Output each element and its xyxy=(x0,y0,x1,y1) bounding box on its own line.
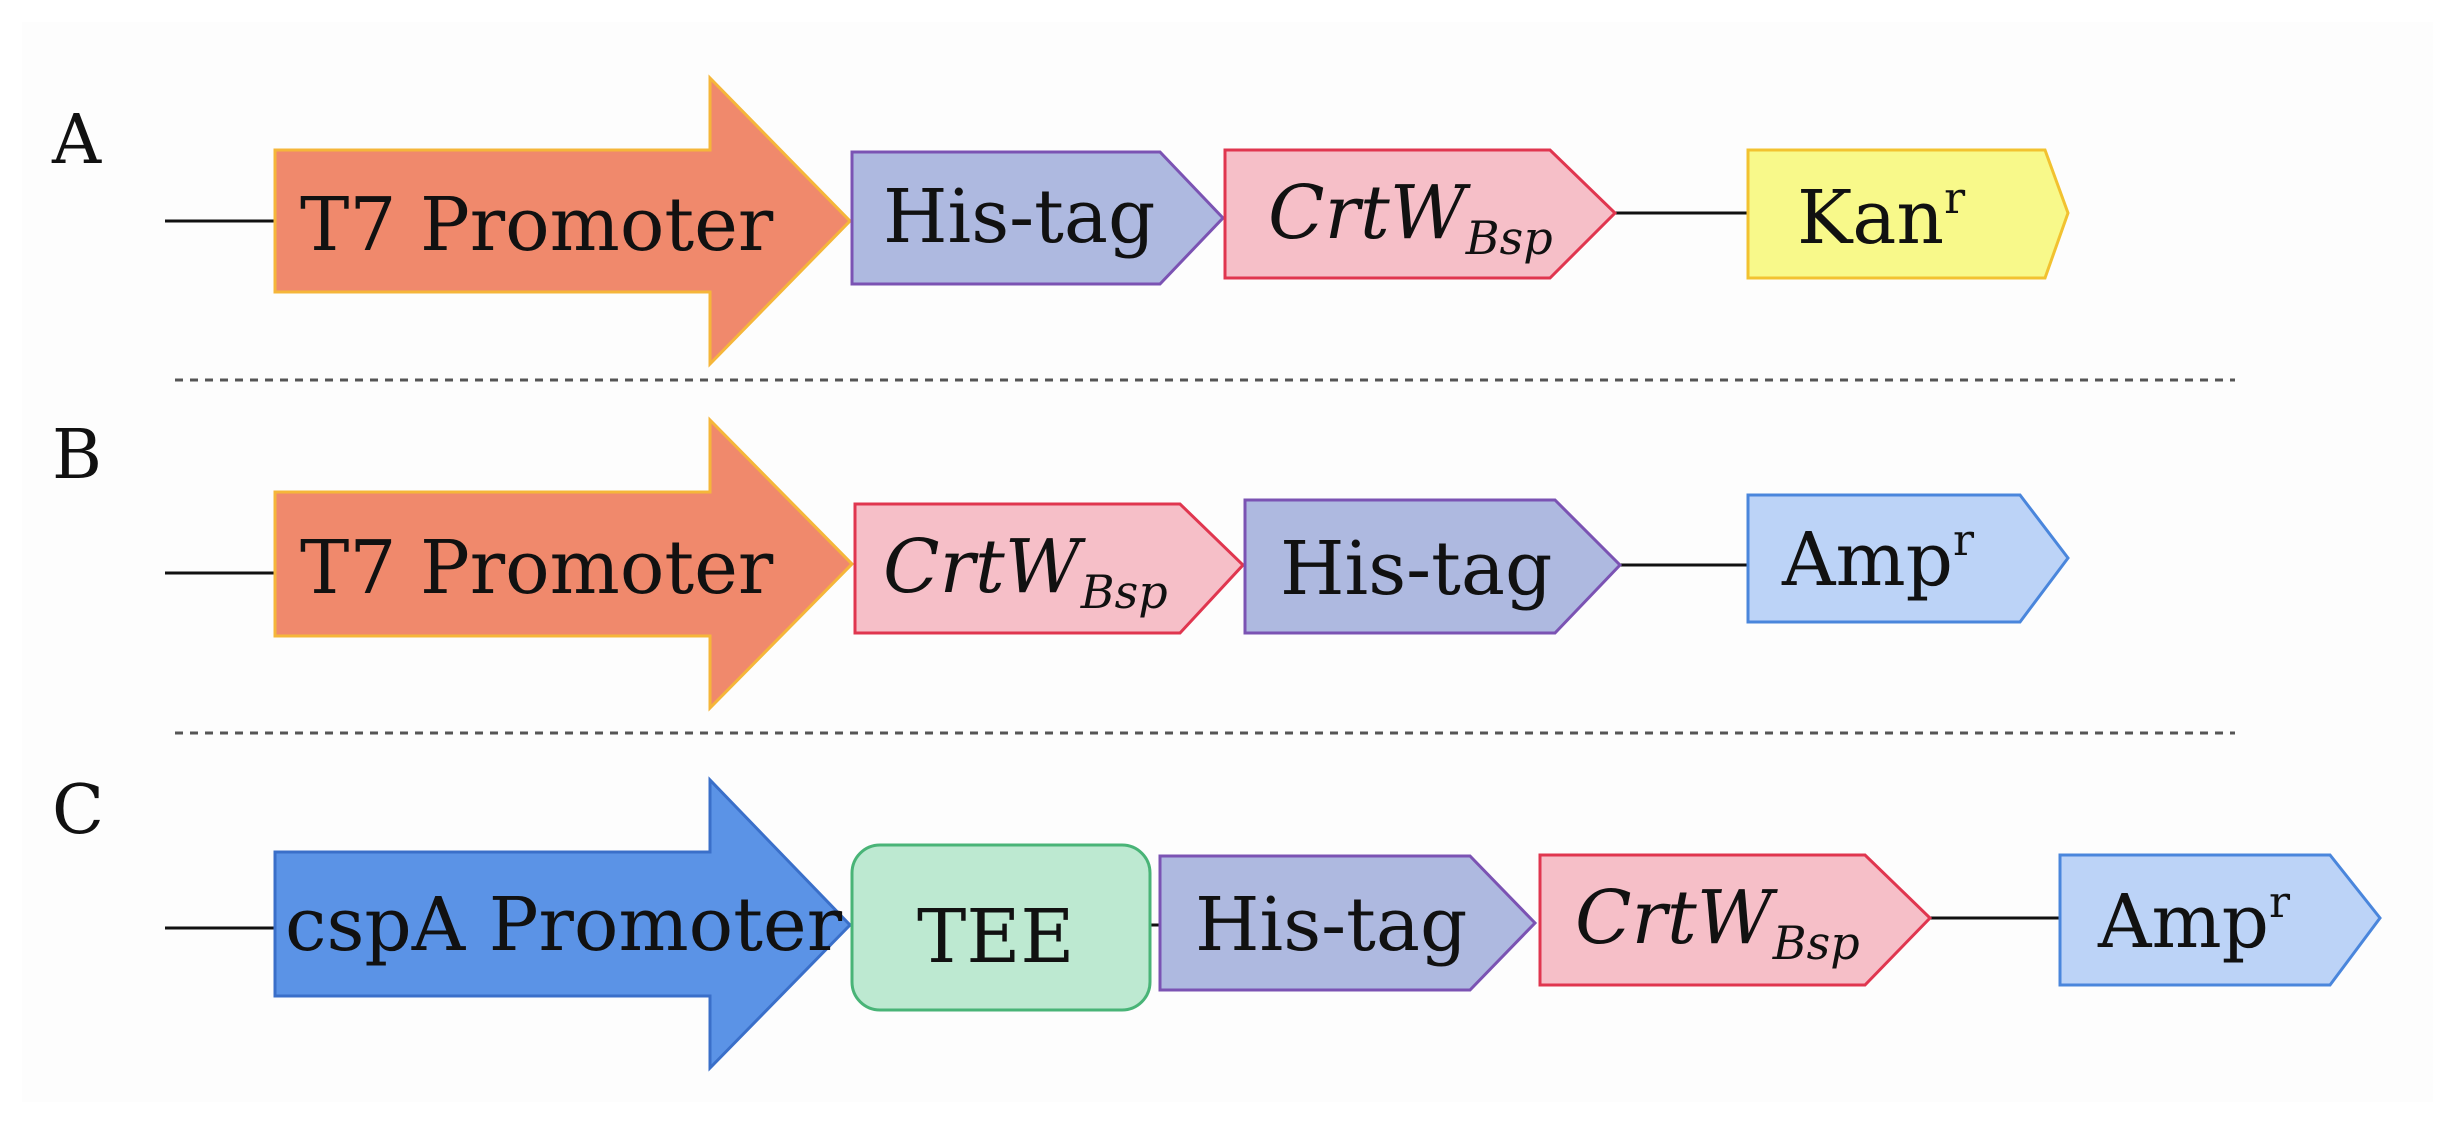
crtw-gene-label: CrtW xyxy=(1268,170,1472,256)
his-tag-block: His-tag xyxy=(850,150,1226,286)
promoter-label: T7 Promoter xyxy=(300,525,774,611)
his-tag-label: His-tag xyxy=(1280,526,1552,612)
row-label: B xyxy=(52,416,102,495)
crtw-gene-subscript: Bsp xyxy=(1465,211,1553,265)
crtw-gene-subscript: Bsp xyxy=(1772,916,1860,970)
amp-resistance-superscript: r xyxy=(2269,877,2291,928)
construct-c: C cspA Promoter TEE His-tag CrtWBsp Ampr xyxy=(52,771,2382,1072)
t7-promoter-arrow: T7 Promoter xyxy=(273,416,855,712)
tee-block: TEE xyxy=(850,843,1152,1012)
construct-b: B T7 Promoter CrtWBsp His-tag Ampr xyxy=(52,416,2070,712)
cspa-promoter-arrow: cspA Promoter xyxy=(273,776,853,1072)
svg-text:CrtWBsp: CrtWBsp xyxy=(883,524,1168,619)
svg-text:Kanr: Kanr xyxy=(1797,173,1966,261)
tee-label: TEE xyxy=(917,894,1074,980)
amp-resistance-superscript: r xyxy=(1953,515,1975,566)
crtw-gene-block: CrtWBsp xyxy=(1223,148,1618,280)
crtw-gene-label: CrtW xyxy=(883,524,1087,610)
crtw-gene-subscript: Bsp xyxy=(1080,565,1168,619)
his-tag-label: His-tag xyxy=(1195,882,1467,968)
his-tag-block: His-tag xyxy=(1158,854,1538,992)
crtw-gene-block: CrtWBsp xyxy=(853,502,1246,635)
row-label: C xyxy=(52,771,104,850)
construct-a: A T7 Promoter His-tag CrtWBsp Kanr xyxy=(51,74,2070,368)
his-tag-label: His-tag xyxy=(883,174,1155,260)
promoter-label: T7 Promoter xyxy=(300,182,774,268)
amp-resistance-block: Ampr xyxy=(1746,493,2070,624)
kan-resistance-block: Kanr xyxy=(1746,148,2070,280)
svg-text:CrtWBsp: CrtWBsp xyxy=(1575,875,1860,970)
t7-promoter-arrow: T7 Promoter xyxy=(273,74,853,368)
kan-resistance-label: Kan xyxy=(1797,175,1944,261)
svg-text:CrtWBsp: CrtWBsp xyxy=(1268,170,1553,265)
svg-text:Ampr: Ampr xyxy=(1781,515,1975,603)
amp-resistance-block: Ampr xyxy=(2058,853,2382,987)
row-label: A xyxy=(51,101,102,180)
promoter-label: cspA Promoter xyxy=(285,882,843,968)
kan-resistance-superscript: r xyxy=(1944,173,1966,224)
amp-resistance-label: Amp xyxy=(2097,879,2269,965)
his-tag-block: His-tag xyxy=(1243,498,1623,635)
amp-resistance-label: Amp xyxy=(1781,517,1953,603)
crtw-gene-block: CrtWBsp xyxy=(1538,853,1933,987)
svg-text:Ampr: Ampr xyxy=(2097,877,2291,965)
crtw-gene-label: CrtW xyxy=(1575,875,1779,961)
